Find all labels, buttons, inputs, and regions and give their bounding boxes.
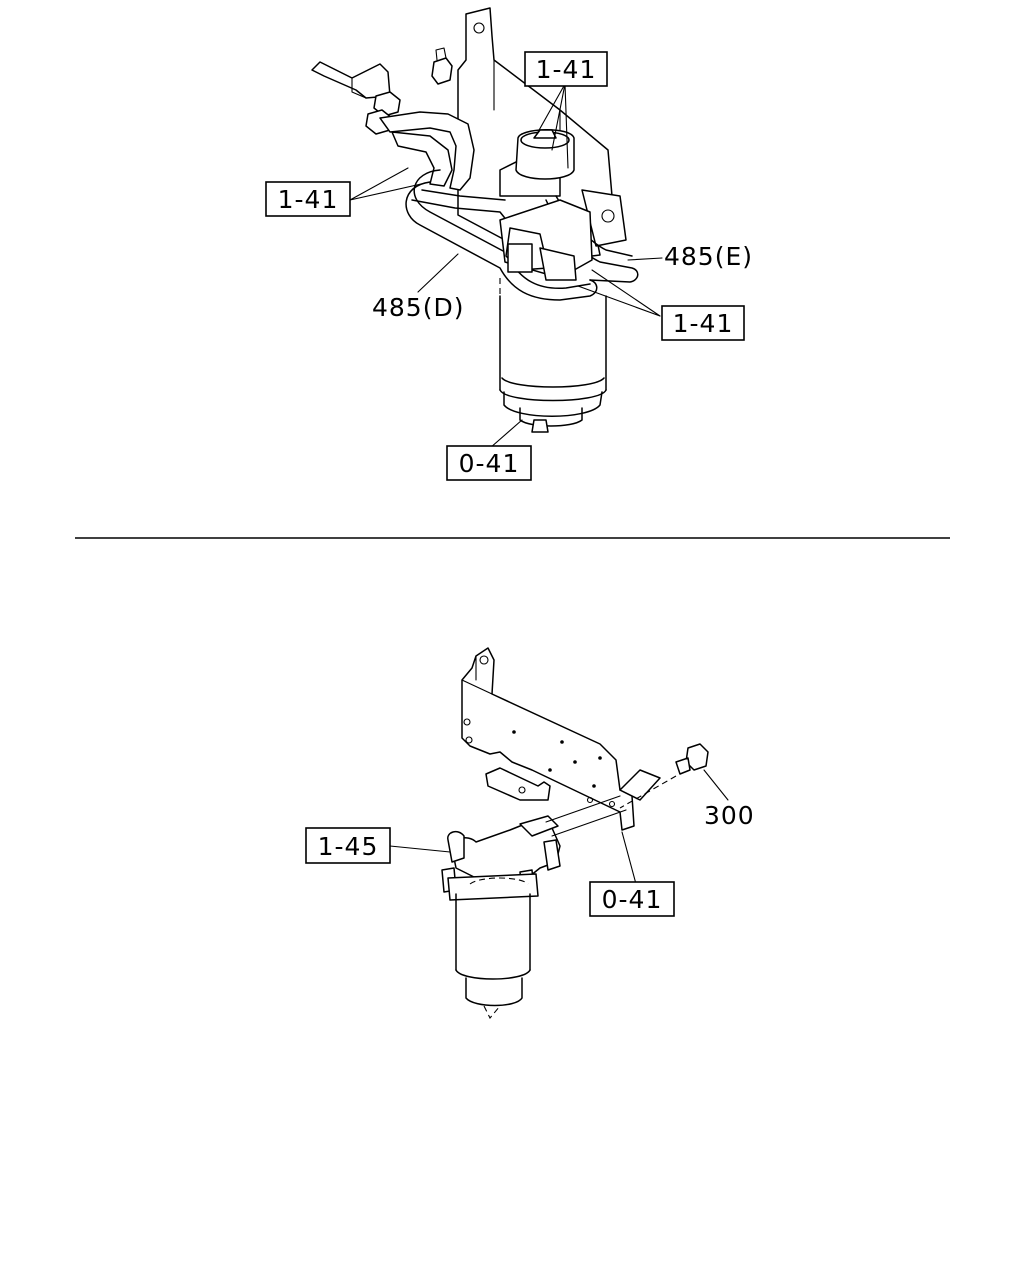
bottom-bolt: [619, 743, 709, 809]
callout-0-41-bottom: 0-41: [589, 881, 675, 917]
bottom-view: 1-45 0-41 300: [305, 647, 755, 1019]
callout-text: 0-41: [602, 885, 663, 914]
callout-1-45: 1-45: [305, 827, 391, 864]
bottom-filter-head: [441, 795, 627, 901]
callout-485-d: 485(D): [372, 293, 464, 322]
top-bolts: [365, 47, 453, 135]
callout-text: 0-41: [459, 449, 520, 478]
callout-0-41-top: 0-41: [446, 445, 532, 481]
callout-text: 1-41: [536, 55, 597, 84]
callout-1-41-left: 1-41: [265, 181, 351, 217]
callout-text: 300: [704, 801, 755, 830]
callout-485-e: 485(E): [664, 242, 753, 271]
top-leader-lines: [349, 83, 663, 449]
top-filter-bowl: [499, 278, 607, 433]
callout-text: 485(E): [664, 242, 753, 271]
callout-1-41-top: 1-41: [524, 51, 608, 87]
callout-300: 300: [704, 801, 755, 830]
top-left-bracket: [311, 61, 391, 99]
top-view: 1-41 1-41 1-41 485(E) 485(D) 0-41: [265, 7, 753, 481]
bottom-leader-lines: [389, 769, 729, 885]
callout-text: 1-45: [318, 832, 379, 861]
top-filter-head: [499, 129, 593, 281]
callout-text: 1-41: [278, 185, 339, 214]
callout-text: 485(D): [372, 293, 464, 322]
callout-text: 1-41: [673, 309, 734, 338]
callout-1-41-right: 1-41: [661, 305, 745, 341]
bottom-mounting-bracket: [461, 647, 661, 831]
bottom-filter-bowl: [455, 893, 531, 1019]
